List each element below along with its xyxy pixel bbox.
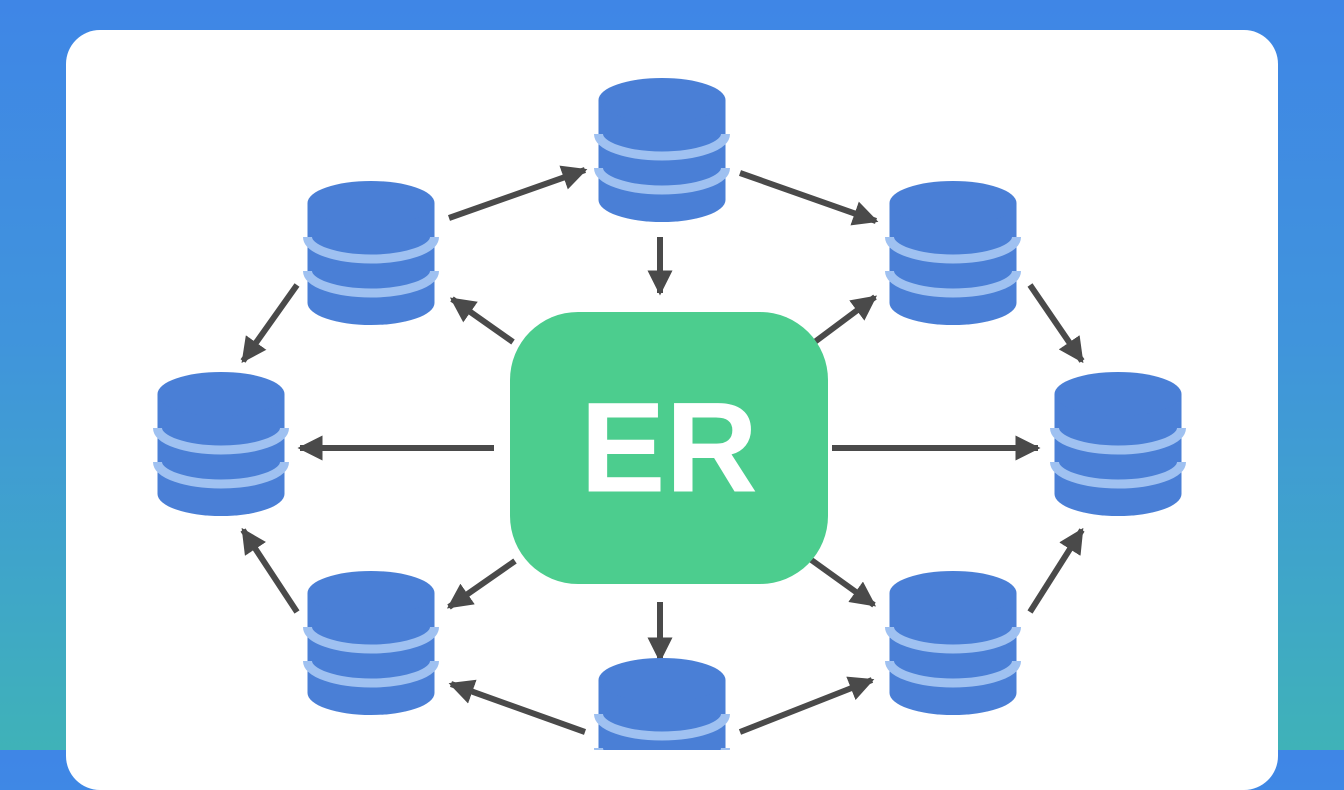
db-left[interactable] <box>153 372 289 516</box>
arrow-db-bottom-to-db-lower-left <box>448 679 587 735</box>
er-hub-box[interactable] <box>510 312 828 584</box>
er-hub[interactable]: ER <box>510 312 828 584</box>
db-bottom[interactable] <box>594 658 730 750</box>
databases-group <box>153 78 1186 750</box>
database-icon <box>885 571 1021 715</box>
er-network-diagram: ER <box>153 78 1186 750</box>
db-upper-left[interactable] <box>303 181 439 325</box>
arrow-db-upper-right-to-db-right <box>1027 283 1085 364</box>
arrow-db-upper-left-to-db-left <box>240 283 300 364</box>
arrows-group <box>240 165 1085 735</box>
arrow-db-bottom-to-db-lower-right <box>738 676 875 735</box>
database-icon <box>303 571 439 715</box>
er-hub-label: ER <box>580 377 758 520</box>
database-icon <box>594 78 730 222</box>
arrow-db-lower-left-to-db-left <box>240 527 300 614</box>
arrow-db-lower-right-to-db-right <box>1027 527 1085 614</box>
database-icon <box>1050 372 1186 516</box>
arrow-db-top-to-db-upper-right <box>739 170 879 226</box>
arrow-db-upper-left-to-db-top <box>448 165 588 221</box>
db-lower-left[interactable] <box>303 571 439 715</box>
db-top[interactable] <box>594 78 730 222</box>
db-upper-right[interactable] <box>885 181 1021 325</box>
db-right[interactable] <box>1050 372 1186 516</box>
database-icon <box>303 181 439 325</box>
database-icon <box>594 658 730 750</box>
arrow-hub-to-db-upper-left <box>449 296 515 345</box>
database-icon <box>885 181 1021 325</box>
arrow-hub-to-db-lower-left <box>446 558 517 610</box>
arrow-hub-to-db-upper-right <box>810 294 878 347</box>
db-lower-right[interactable] <box>885 571 1021 715</box>
database-icon <box>153 372 289 516</box>
arrow-hub-to-db-lower-right <box>808 556 877 608</box>
